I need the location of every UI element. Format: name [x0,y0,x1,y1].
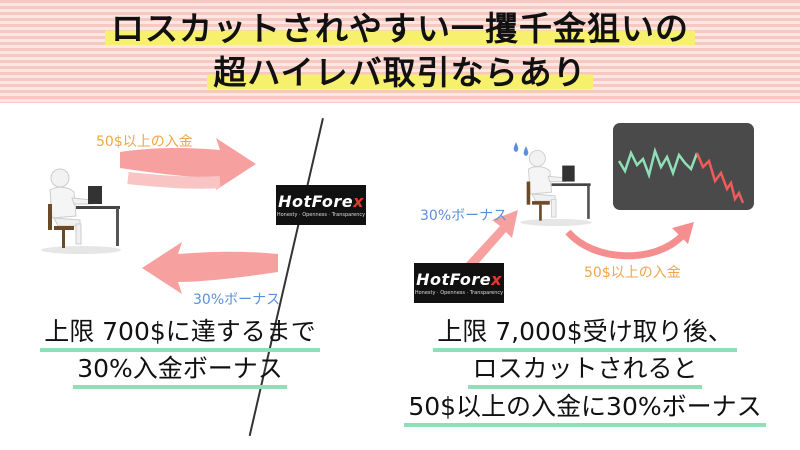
price-chart-panel [613,123,754,210]
right-caption-line-2: ロスカットされると [420,354,750,389]
left-caption-line-1: 上限 700$に達するまで [40,317,320,352]
right-deposit-label: 50$以上の入金 [584,265,681,281]
deposit-arrow-icon [120,138,256,190]
deposit-arrow-icon [565,222,694,260]
hotforex-logo: HotForex Honesty · Openness · Transparen… [414,263,504,303]
left-deposit-label: 50$以上の入金 [96,134,193,150]
sweat-drops-icon [513,142,529,156]
bonus-arrow-icon [456,210,518,280]
price-chart-line-icon [617,146,745,204]
header-banner: ロスカットされやすい一攫千金狙いの 超ハイレバ取引ならあり [0,0,800,103]
title-line-2: 超ハイレバ取引ならあり [0,52,800,94]
person-at-desk-icon [41,168,121,254]
person-at-desk-icon [520,150,592,226]
bonus-arrow-icon [142,242,278,294]
hotforex-logo: HotForex Honesty · Openness · Transparen… [276,185,366,225]
right-caption-line-1: 上限 7,000$受け取り後、 [420,317,750,352]
right-bonus-label: 30%ボーナス [420,208,508,224]
title-line-1: ロスカットされやすい一攫千金狙いの [0,8,800,50]
left-caption-line-2: 30%入金ボーナス [40,354,320,389]
left-bonus-label: 30%ボーナス [193,292,281,308]
right-caption-line-3: 50$以上の入金に30%ボーナス [395,392,775,427]
